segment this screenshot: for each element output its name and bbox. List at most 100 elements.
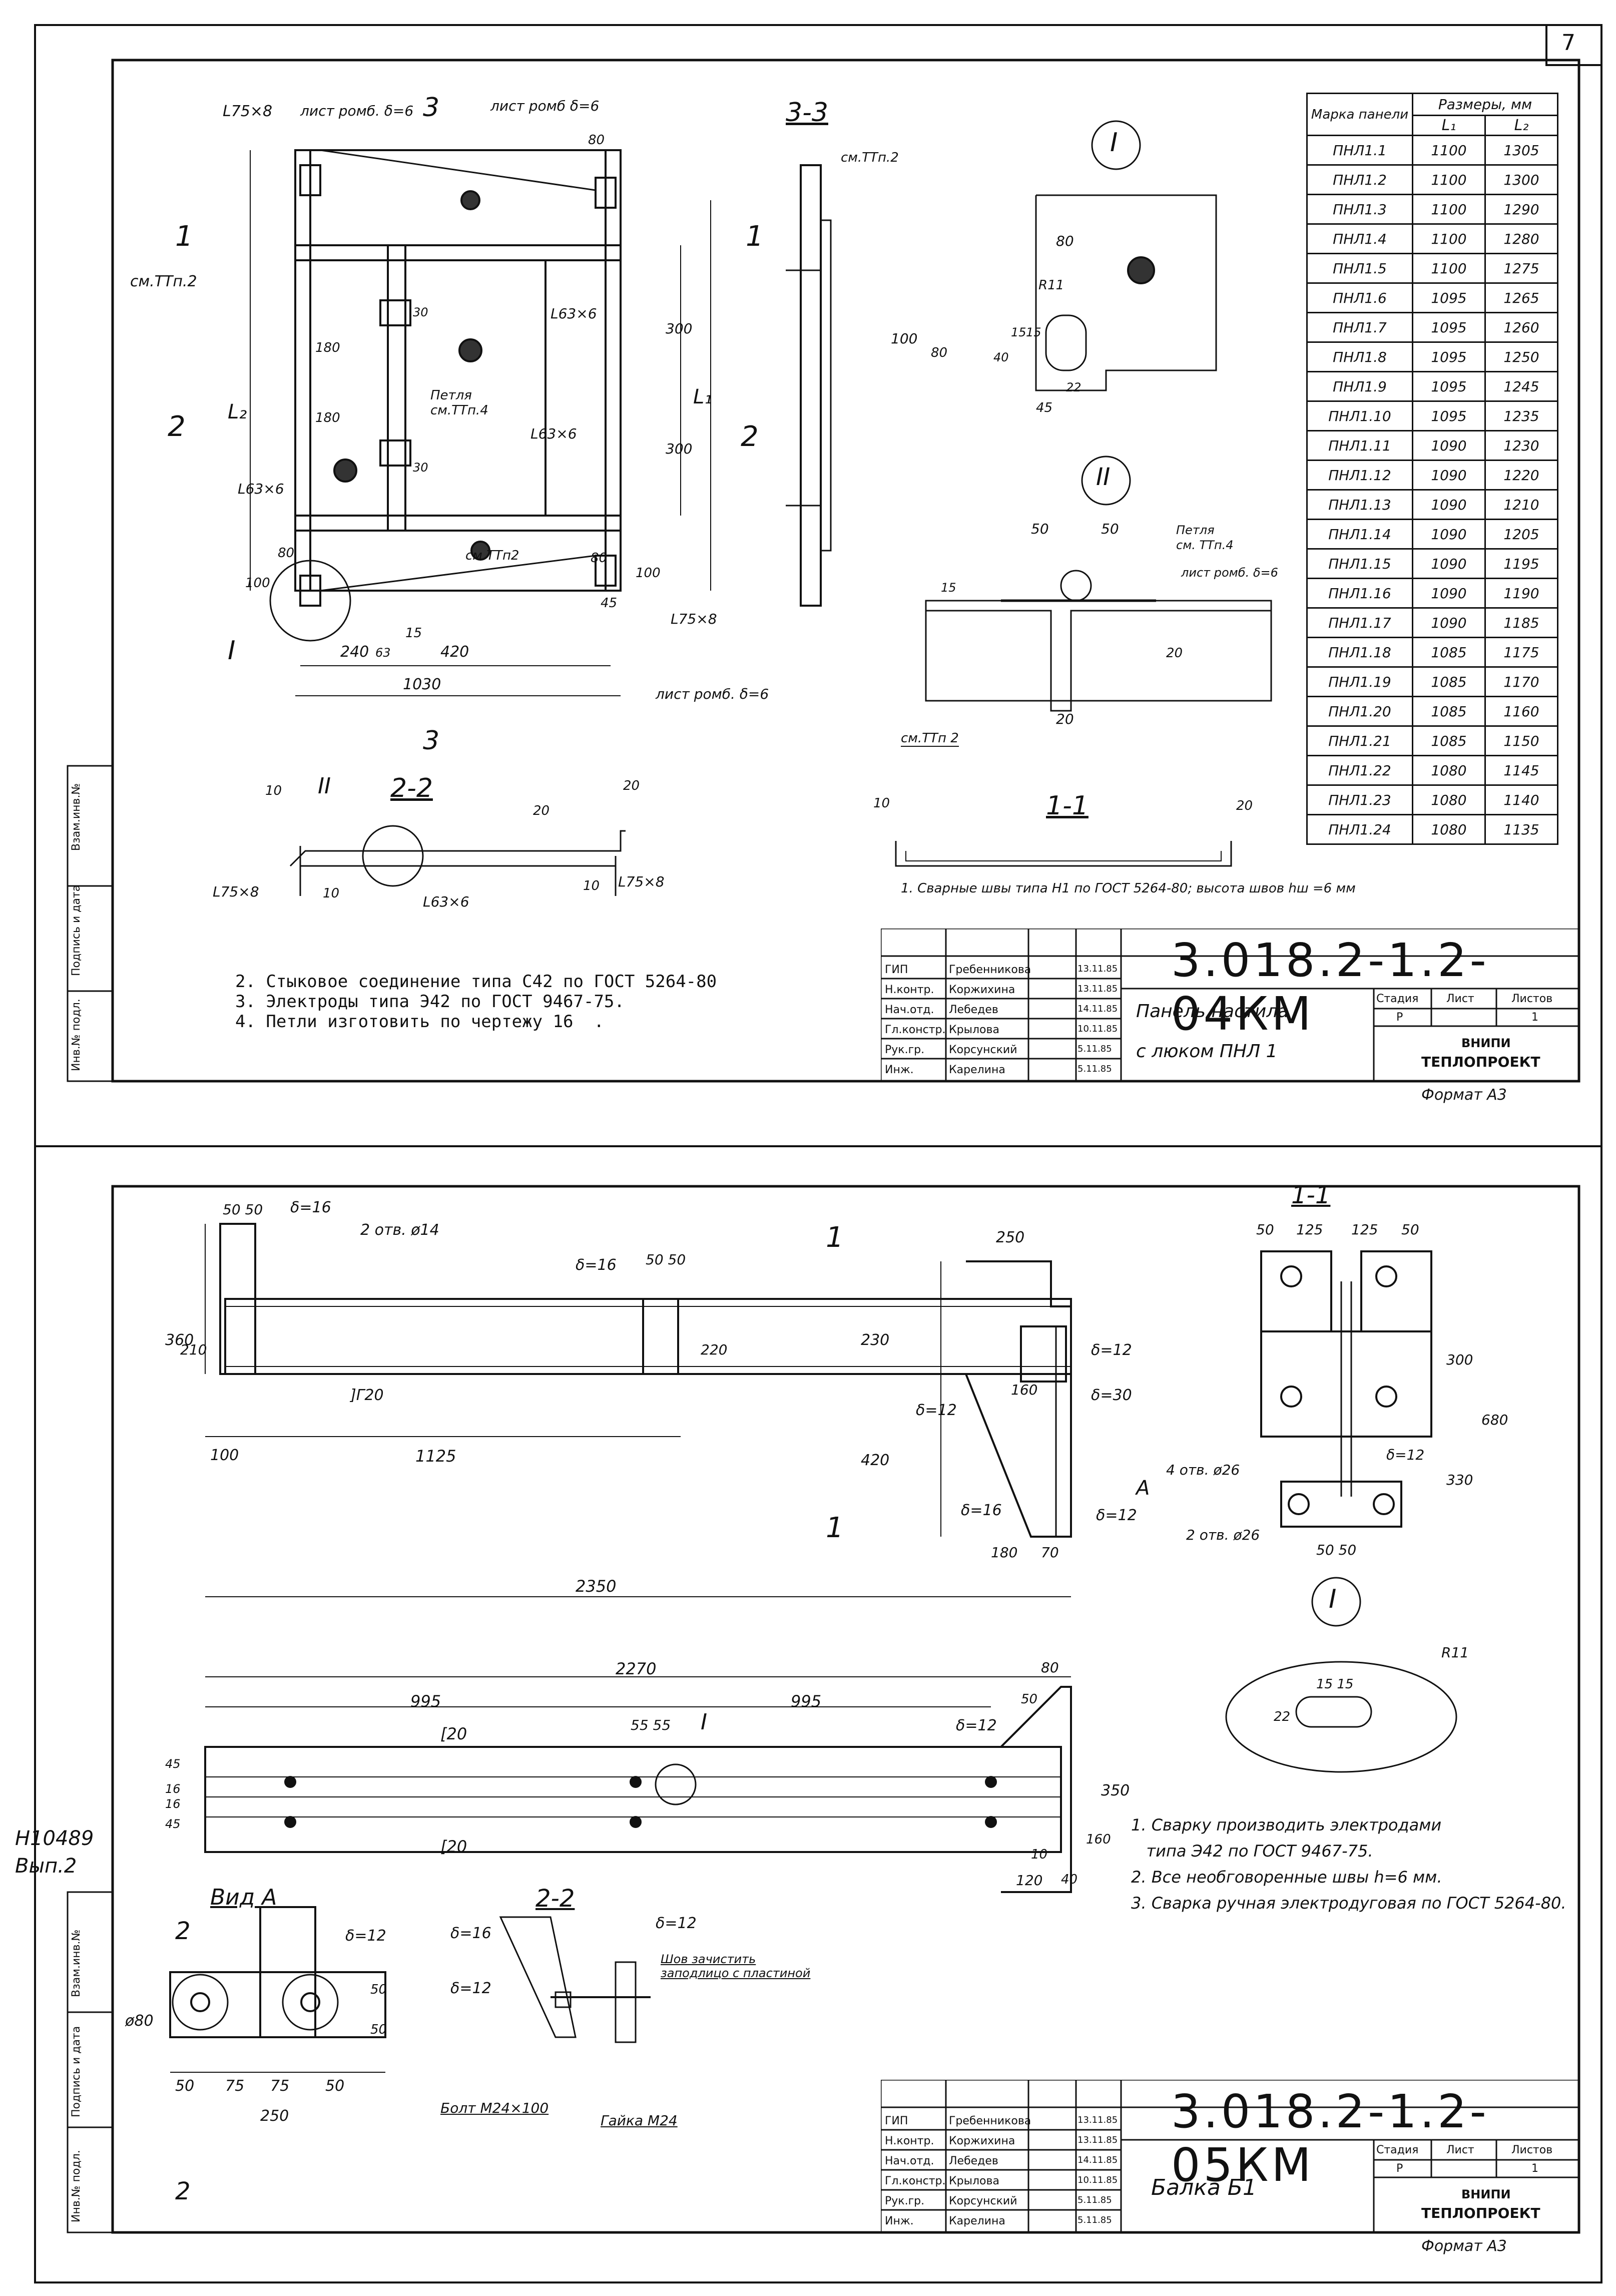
panel-mark-cell: ПНЛ1.1 — [1306, 135, 1413, 166]
b-dim-a75b: 75 — [270, 2077, 290, 2095]
panel-l2-cell: 1275 — [1484, 253, 1558, 284]
panel-mark-cell: ПНЛ1.4 — [1306, 223, 1413, 254]
b-dim-2270: 2270 — [616, 1659, 657, 1678]
b-node-dim-1515: 15 15 — [1316, 1677, 1354, 1692]
b-dim-p10: 10 — [1031, 1847, 1048, 1862]
stamp-sheets: 1 — [1531, 1011, 1538, 1024]
date-4: 10.11.85 — [1078, 1024, 1118, 1034]
b-dim-120: 120 — [1016, 1872, 1043, 1889]
panel-l1-cell: 1090 — [1412, 578, 1486, 609]
b-label-d12c: δ=12 — [1096, 1507, 1137, 1524]
handwritten-issue: Вып.2 — [15, 1855, 77, 1878]
b-date-2: 13.11.85 — [1078, 2135, 1118, 2145]
label-sheet-romb-top2: лист ромб δ=6 — [490, 98, 600, 114]
b-node-I-title: I — [1329, 1584, 1337, 1614]
section-1-1-title: 1-1 — [1046, 791, 1089, 821]
b-label-c20b: [20 — [440, 1837, 467, 1856]
b-role-gip: ГИП — [885, 2115, 908, 2127]
cut-2-right: 2 — [741, 420, 759, 453]
handwritten-inv: Н10489 — [15, 1827, 94, 1850]
drawing-title-line2: с люком ПНЛ 1 — [1136, 1041, 1278, 1062]
b-dim-a250: 250 — [260, 2107, 289, 2125]
b-label-d16d: δ=16 — [450, 1925, 491, 1942]
stamp-org2: ТЕПЛОПРОЕКТ — [1421, 1054, 1540, 1070]
panel-mark-cell: ПНЛ1.12 — [1306, 460, 1413, 491]
panel-l2-cell: 1160 — [1484, 696, 1558, 727]
ii-dim-50a: 50 — [1031, 521, 1049, 537]
b-dim-a50d: 50 — [370, 2022, 387, 2037]
node-dim-22: 22 — [1066, 380, 1082, 394]
dim-240: 240 — [340, 643, 369, 661]
b-dim-16a: 16 — [165, 1782, 181, 1796]
ii-label-loop: Петля — [1176, 523, 1215, 537]
b-dim-2350: 2350 — [576, 1577, 617, 1596]
cut-2-left: 2 — [168, 410, 186, 443]
panel-mark-cell: ПНЛ1.21 — [1306, 725, 1413, 756]
table-header-l2: L₂ — [1484, 115, 1558, 136]
b-s11-dim-5050: 50 50 — [1316, 1542, 1357, 1558]
panel-l2-cell: 1140 — [1484, 784, 1558, 815]
b-date-5: 5.11.85 — [1078, 2195, 1112, 2205]
panel-l1-cell: 1100 — [1412, 135, 1486, 166]
panel-mark-cell: ПНЛ1.24 — [1306, 814, 1413, 845]
b-label-d12d: δ=12 — [1386, 1447, 1425, 1463]
label-sm-tt2-a: см.ТТп.2 — [130, 273, 197, 290]
panel-mark-cell: ПНЛ1.13 — [1306, 489, 1413, 520]
b-dim-a50a: 50 — [175, 2077, 195, 2095]
label-sm-tt2-e: см.ТТп 2 — [901, 731, 959, 747]
b-dim-p80: 80 — [1041, 1659, 1059, 1676]
stamp-org1: ВНИПИ — [1461, 1036, 1511, 1050]
s22-label-l63: L63×6 — [423, 893, 469, 910]
s22-dim-10c: 10 — [583, 878, 600, 893]
b-s11-dim-50b: 50 — [1401, 1221, 1419, 1238]
label-l75-bot: L75×8 — [671, 611, 717, 627]
role-glkonstr: Гл.констр. — [885, 1024, 946, 1036]
b-s11-dim-125a: 125 — [1296, 1221, 1323, 1238]
b-dim-100: 100 — [210, 1447, 239, 1464]
table-header-l1: L₁ — [1412, 115, 1486, 136]
dim-80-b: 80 — [278, 546, 295, 561]
ii-dim-20a: 20 — [1166, 646, 1183, 661]
cut-1-left: 1 — [175, 220, 193, 253]
b-label-nut: Гайка М24 — [601, 2112, 678, 2129]
panel-l2-cell: 1250 — [1484, 341, 1558, 372]
panel-l2-cell: 1305 — [1484, 135, 1558, 166]
stamp-stage: Р — [1396, 1011, 1403, 1024]
node-dim-45: 45 — [1036, 400, 1053, 415]
label-loop: Петля — [430, 388, 472, 403]
b-role-glkonstr: Гл.констр. — [885, 2175, 946, 2187]
stamp-sheet-hdr: Лист — [1446, 993, 1474, 1005]
panel-mark-cell: ПНЛ1.5 — [1306, 253, 1413, 284]
title-block-grid — [881, 929, 1579, 1081]
b-date-1: 13.11.85 — [1078, 2115, 1118, 2125]
b-label-d12b: δ=12 — [916, 1402, 957, 1419]
s22-dim-20b: 20 — [533, 803, 550, 818]
b-dim-995a: 995 — [410, 1692, 441, 1711]
panel-l1-cell: 1085 — [1412, 696, 1486, 727]
b-s11-dim-680: 680 — [1481, 1412, 1508, 1428]
b-cut-1-bottom: 1 — [826, 1512, 844, 1544]
panel-mark-cell: ПНЛ1.20 — [1306, 696, 1413, 727]
note-top-4: 4. Петли изготовить по чертежу 16 . — [235, 1012, 604, 1032]
dim-63: 63 — [375, 646, 391, 660]
b-label-d16a: δ=16 — [290, 1199, 331, 1216]
title-block-top: 3.018.2-1.2-04КМ Панель настила с люком … — [881, 929, 1579, 1081]
panel-l1-cell: 1090 — [1412, 519, 1486, 550]
label-l63-b: L63×6 — [530, 425, 577, 442]
b-label-holes14: 2 отв. ø14 — [360, 1221, 439, 1239]
panel-l1-cell: 1095 — [1412, 282, 1486, 313]
b-stamp-org1: ВНИПИ — [1461, 2187, 1511, 2201]
note-weld-top: 1. Сварные швы типа Н1 по ГОСТ 5264-80; … — [901, 881, 1356, 896]
panel-outline — [294, 149, 622, 592]
date-1: 13.11.85 — [1078, 964, 1118, 974]
b-label-d30: δ=30 — [1091, 1387, 1132, 1404]
b-label-weld2: заподлицо с пластиной — [661, 1966, 811, 1980]
b-dim-5050-top: 50 50 — [223, 1201, 263, 1218]
panel-l1-cell: 1090 — [1412, 460, 1486, 491]
